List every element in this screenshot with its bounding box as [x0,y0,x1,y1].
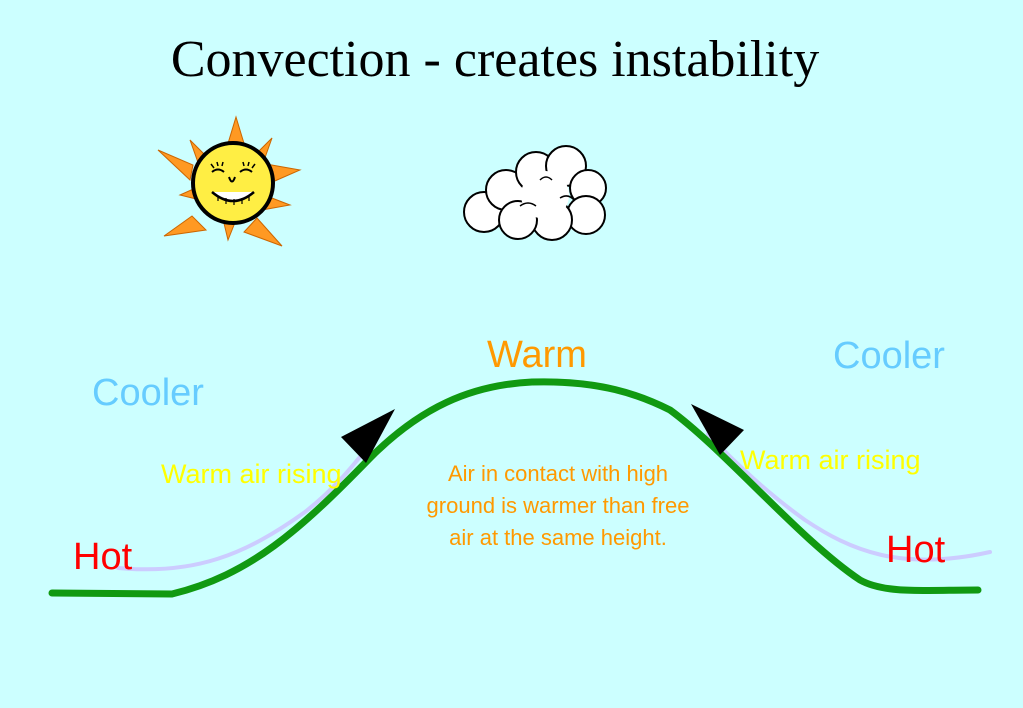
rising-air-label-right: Warm air rising [740,445,921,475]
smiling-sun-icon [157,115,302,247]
arrow-up-left-icon [341,409,395,463]
hot-label-right: Hot [886,529,946,571]
rising-air-label-left: Warm air rising [161,459,342,489]
slide-title: Convection - creates instability [170,31,820,88]
hot-label-left: Hot [73,536,133,578]
arrow-up-right-icon [691,404,744,455]
air-flow-path [116,432,992,572]
cloud-icon [463,145,607,241]
cooler-label-right: Cooler [833,335,945,377]
cooler-label-left: Cooler [92,372,204,414]
ground-profile [48,378,982,598]
explanation-note: Air in contact with high ground is warme… [426,461,690,550]
warm-label: Warm [487,334,587,376]
